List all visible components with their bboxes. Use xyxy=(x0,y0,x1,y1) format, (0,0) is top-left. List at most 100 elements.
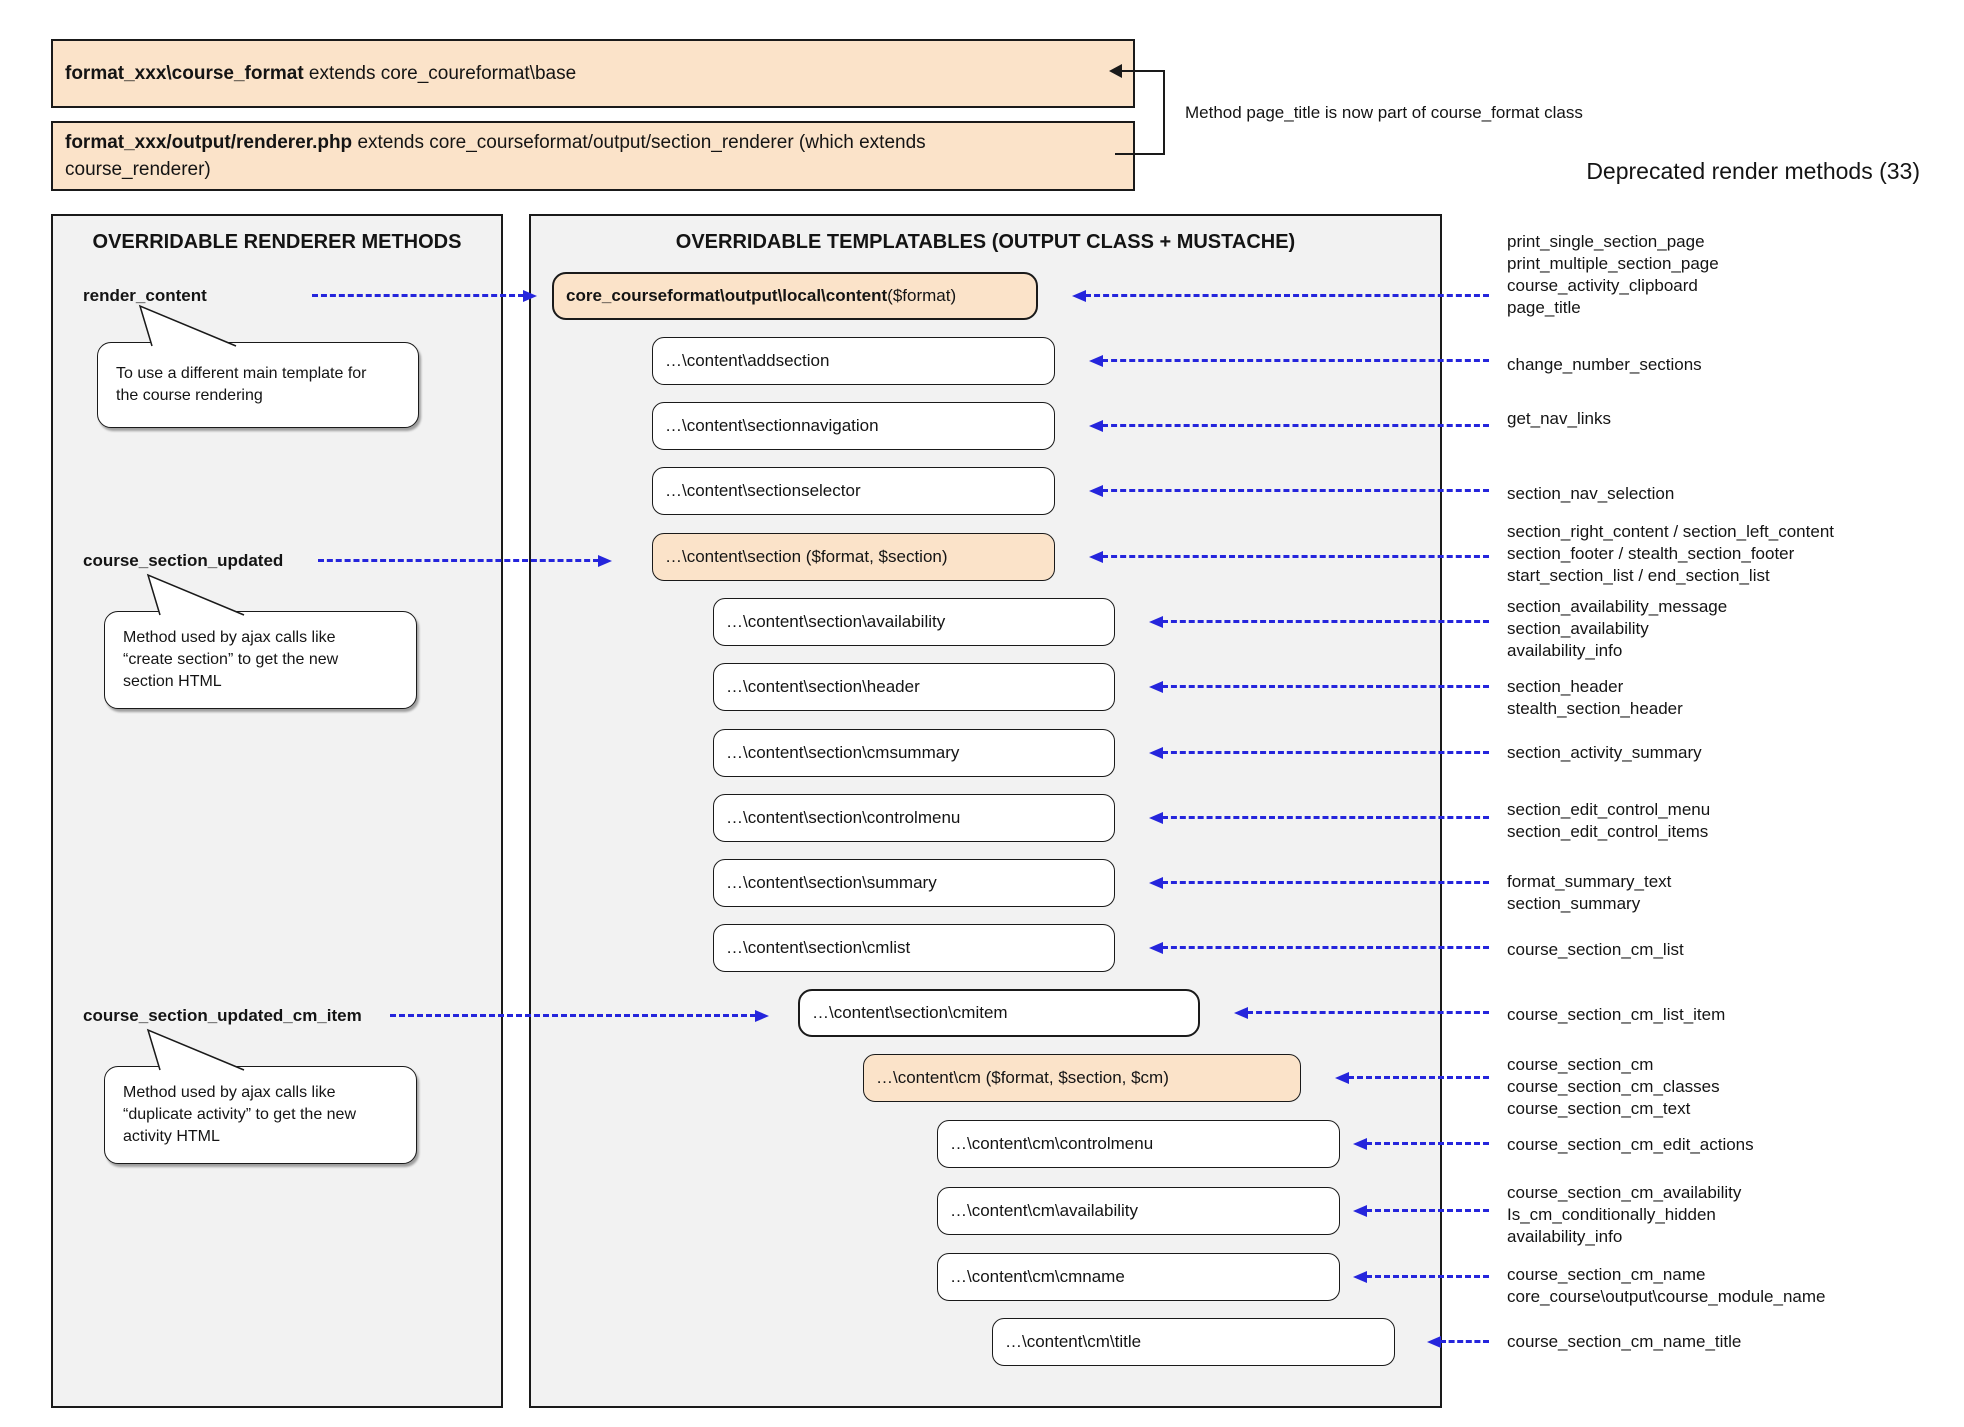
arrow-deprecated-section-cmitem xyxy=(1234,1007,1489,1019)
templatable-content: core_courseformat\output\local\content (… xyxy=(552,272,1038,320)
deprecated-group-sectionselector: section_nav_selection xyxy=(1507,483,1674,505)
deprecated-method: get_nav_links xyxy=(1507,409,1611,428)
arrowhead-left-icon xyxy=(1089,551,1103,563)
arrowhead-left-icon xyxy=(1149,877,1163,889)
arrowhead-left-icon xyxy=(1353,1205,1367,1217)
tooltip-line: Method used by ajax calls like xyxy=(123,629,336,646)
deprecated-group-section-header: section_header stealth_section_header xyxy=(1507,676,1683,720)
deprecated-method: section_footer / stealth_section_footer xyxy=(1507,544,1795,563)
arrowhead-left-icon xyxy=(1335,1072,1349,1084)
page-title-note: Method page_title is now part of course_… xyxy=(1185,103,1583,122)
class-name: format_xxx\course_format xyxy=(65,63,304,84)
arrow-deprecated-section xyxy=(1089,551,1489,563)
templatable-section-availability: …\content\section\availability xyxy=(713,598,1115,646)
deprecated-method: course_section_cm xyxy=(1507,1055,1654,1074)
arrowhead-left-icon xyxy=(1427,1336,1441,1348)
deprecated-method: print_multiple_section_page xyxy=(1507,254,1719,273)
templatables-title: OVERRIDABLE TEMPLATABLES (OUTPUT CLASS +… xyxy=(675,231,1296,253)
arrow-deprecated-cm-cmname xyxy=(1353,1271,1489,1283)
arrow-render-content xyxy=(312,290,537,302)
templatable-section-controlmenu: …\content\section\controlmenu xyxy=(713,794,1115,842)
deprecated-group-section-summary: format_summary_text section_summary xyxy=(1507,871,1671,915)
arrow-deprecated-content xyxy=(1072,290,1489,302)
tooltip-line: section HTML xyxy=(123,673,222,690)
arrow-deprecated-cm-controlmenu xyxy=(1353,1138,1489,1150)
deprecated-method: section_header xyxy=(1507,677,1624,696)
templatable-cm-controlmenu: …\content\cm\controlmenu xyxy=(937,1120,1340,1168)
method-course-section-updated-cm-item: course_section_updated_cm_item xyxy=(83,1006,362,1025)
class-extends: extends core_coureformat\base xyxy=(303,63,577,84)
arrow-deprecated-cm-title xyxy=(1427,1336,1489,1348)
method-render-content: render_content xyxy=(83,286,207,305)
arrowhead-left-icon xyxy=(1089,355,1103,367)
arrow-deprecated-section-cmsummary xyxy=(1149,747,1489,759)
arrow-deprecated-section-summary xyxy=(1149,877,1489,889)
deprecated-group-sectionnavigation: get_nav_links xyxy=(1507,408,1611,430)
templatable-sectionselector: …\content\sectionselector xyxy=(652,467,1055,515)
deprecated-group-section: section_right_content / section_left_con… xyxy=(1507,521,1834,587)
deprecated-group-addsection: change_number_sections xyxy=(1507,354,1702,376)
templatable-cm-cmname: …\content\cm\cmname xyxy=(937,1253,1340,1301)
arrowhead-left-icon xyxy=(1149,681,1163,693)
templatable-sectionnavigation: …\content\sectionnavigation xyxy=(652,402,1055,450)
tooltip-line: Method used by ajax calls like xyxy=(123,1084,336,1101)
deprecated-method: page_title xyxy=(1507,298,1581,317)
templatable-cm: …\content\cm ($format, $section, $cm) xyxy=(863,1054,1301,1102)
tooltip-course-section-updated-cm-item: Method used by ajax calls like “duplicat… xyxy=(104,1066,417,1164)
arrowhead-left-icon xyxy=(1149,812,1163,824)
arrow-deprecated-sectionselector xyxy=(1089,485,1489,497)
tooltip-line: activity HTML xyxy=(123,1128,220,1145)
arrowhead-left-icon xyxy=(1149,616,1163,628)
arrowhead-left-icon xyxy=(1089,485,1103,497)
templatable-section-cmitem: …\content\section\cmitem xyxy=(798,989,1200,1037)
templatable-section-summary: …\content\section\summary xyxy=(713,859,1115,907)
arrowhead-left-icon xyxy=(1353,1271,1367,1283)
class-extends: extends core_courseformat/output/section… xyxy=(352,132,926,153)
bracket-connector xyxy=(1109,64,1165,155)
deprecated-method: availability_info xyxy=(1507,1227,1623,1246)
arrow-deprecated-section-availability xyxy=(1149,616,1489,628)
deprecated-method: section_availability xyxy=(1507,619,1649,638)
arrow-deprecated-section-controlmenu xyxy=(1149,812,1489,824)
arrowhead-left-icon xyxy=(1353,1138,1367,1150)
arrowhead-left-icon xyxy=(1149,942,1163,954)
method-course-section-updated: course_section_updated xyxy=(83,551,284,570)
arrow-course-section-updated xyxy=(318,555,612,567)
arrowhead-right-icon xyxy=(523,290,537,302)
arrow-deprecated-cm xyxy=(1335,1072,1489,1084)
deprecated-method: availability_info xyxy=(1507,641,1623,660)
deprecated-group-cm-cmname: course_section_cm_name core_course\outpu… xyxy=(1507,1264,1825,1308)
deprecated-method: change_number_sections xyxy=(1507,355,1702,374)
class-banner-renderer: format_xxx/output/renderer.php extends c… xyxy=(51,121,1135,191)
deprecated-group-cm-availability: course_section_cm_availability Is_cm_con… xyxy=(1507,1182,1741,1248)
deprecated-group-section-cmitem: course_section_cm_list_item xyxy=(1507,1004,1725,1026)
arrow-deprecated-section-cmlist xyxy=(1149,942,1489,954)
deprecated-method: course_section_cm_availability xyxy=(1507,1183,1742,1202)
class-banner-course-format: format_xxx\course_format extends core_co… xyxy=(51,39,1135,108)
deprecated-group-cm-title: course_section_cm_name_title xyxy=(1507,1331,1741,1353)
deprecated-method: course_section_cm_name xyxy=(1507,1265,1706,1284)
class-banner-line: format_xxx\course_format extends core_co… xyxy=(65,60,1121,87)
deprecated-group-cm: course_section_cm course_section_cm_clas… xyxy=(1507,1054,1720,1120)
deprecated-method: course_section_cm_text xyxy=(1507,1099,1691,1118)
templatable-section-header: …\content\section\header xyxy=(713,663,1115,711)
deprecated-method: format_summary_text xyxy=(1507,872,1672,891)
deprecated-method: course_section_cm_list_item xyxy=(1507,1005,1726,1024)
class-banner-line: format_xxx/output/renderer.php extends c… xyxy=(65,129,1121,156)
deprecated-method: course_section_cm_name_title xyxy=(1507,1332,1742,1351)
tooltip-line: “create section” to get the new xyxy=(123,651,339,668)
deprecated-group-content: print_single_section_page print_multiple… xyxy=(1507,231,1719,319)
deprecated-method: stealth_section_header xyxy=(1507,699,1683,718)
deprecated-method: section_availability_message xyxy=(1507,597,1728,616)
renderer-methods-title: OVERRIDABLE RENDERER METHODS xyxy=(92,231,462,253)
templatable-section-cmsummary: …\content\section\cmsummary xyxy=(713,729,1115,777)
deprecated-title: Deprecated render methods (33) xyxy=(1586,158,1920,184)
arrowhead-right-icon xyxy=(598,555,612,567)
arrowhead-left-icon xyxy=(1149,747,1163,759)
deprecated-method: course_section_cm_edit_actions xyxy=(1507,1135,1754,1154)
templatable-section: …\content\section ($format, $section) xyxy=(652,533,1055,581)
deprecated-group-section-cmlist: course_section_cm_list xyxy=(1507,939,1684,961)
arrow-deprecated-section-header xyxy=(1149,681,1489,693)
deprecated-method: course_activity_clipboard xyxy=(1507,276,1698,295)
